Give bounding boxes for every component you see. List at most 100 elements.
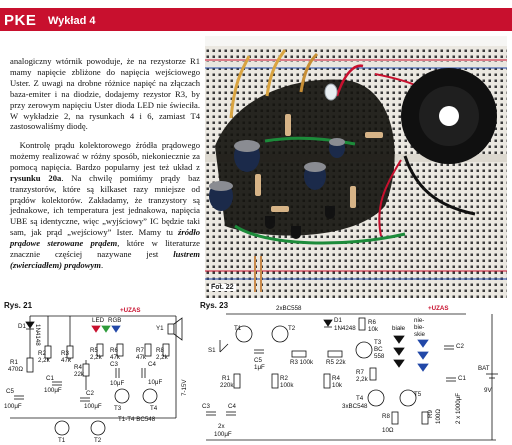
schematic-rys23: Rys. 23 +UZAS 2xBC558 T1 T2 D1 1N4248 R6… bbox=[196, 300, 512, 445]
battery-voltage: 9V bbox=[484, 387, 492, 394]
r6-value: 47k bbox=[110, 354, 121, 361]
c2-value: 100μF bbox=[84, 403, 102, 410]
t4-part-label: 3xBC548 bbox=[342, 403, 368, 410]
c2-label: C2 bbox=[86, 390, 94, 397]
t4-label: T4 bbox=[356, 395, 364, 402]
diagram-title: Rys. 21 bbox=[4, 301, 33, 310]
t5-label: T5 bbox=[414, 391, 422, 398]
r4-value: 10k bbox=[332, 382, 343, 389]
photo-caption: Fot. 22 bbox=[209, 284, 236, 291]
r8-label: R8 bbox=[382, 413, 390, 420]
t1-label: T1 bbox=[58, 437, 66, 444]
schematic-rys21: Rys. 21 +UZAS D1 1N4148 R1 470Ω R2 2,2k … bbox=[0, 300, 196, 445]
r4-value: 22k bbox=[74, 371, 85, 378]
r9-label: R9 bbox=[427, 410, 434, 418]
supply-label: +UZAS bbox=[120, 307, 140, 314]
r6-label: R6 bbox=[368, 319, 376, 326]
breadboard-photo bbox=[205, 36, 507, 298]
r9-value: 100Ω bbox=[435, 409, 442, 424]
rgb-label: RGB bbox=[108, 317, 121, 324]
r1-label: R1 bbox=[10, 359, 18, 366]
r8-value: 2,2k bbox=[156, 354, 169, 361]
paragraph-2: Kontrolę prądu kolektorowego źródła prąd… bbox=[10, 140, 200, 270]
c1-label: C1 bbox=[46, 375, 54, 382]
transistor-part-label: T1-T4 BC548 bbox=[118, 416, 156, 423]
t4-label: T4 bbox=[150, 405, 158, 412]
c3-label: C3 bbox=[110, 361, 118, 368]
r5-value: 2,2k bbox=[90, 354, 103, 361]
r5-label: R5 22k bbox=[326, 359, 347, 366]
r3-value: 47k bbox=[61, 357, 72, 364]
d1-label: D1 bbox=[18, 323, 26, 330]
t3-label: T3 bbox=[374, 339, 382, 346]
white-led-label: białe bbox=[392, 325, 406, 332]
t12-part-label: 2xBC558 bbox=[276, 305, 302, 312]
c2-label: C2 bbox=[456, 343, 464, 350]
capacitor bbox=[234, 140, 260, 172]
c34-value: 100μF bbox=[214, 431, 232, 438]
t2-label: T2 bbox=[94, 437, 102, 444]
c4-value: 10μF bbox=[148, 379, 162, 386]
c34-label: 2x bbox=[218, 423, 225, 430]
paragraph-1: analogiczny wtórnik powoduje, że na rezy… bbox=[10, 56, 200, 132]
c5-value: 100μF bbox=[4, 403, 22, 410]
r1-value: 220k bbox=[220, 382, 234, 389]
y1-label: Y1 bbox=[156, 325, 164, 332]
r2-label: R2 bbox=[38, 350, 46, 357]
supply-label: +UZAS bbox=[428, 305, 448, 312]
blue-led-label-1: nie- bbox=[414, 317, 424, 324]
r6-label: R6 bbox=[110, 347, 118, 354]
c3-label: C3 bbox=[202, 403, 210, 410]
c3-value: 10μF bbox=[110, 380, 124, 387]
c4-label: C4 bbox=[148, 361, 156, 368]
r8-label: R8 bbox=[156, 347, 164, 354]
r5-label: R5 bbox=[90, 347, 98, 354]
c12-value: 2 x 1000μF bbox=[455, 393, 462, 424]
c5-label: C5 bbox=[6, 388, 14, 395]
capacitor bbox=[304, 162, 326, 190]
c5-value: 1μF bbox=[254, 364, 265, 371]
r2-label: R2 bbox=[280, 375, 288, 382]
t3-part-label: BC bbox=[374, 346, 383, 353]
r6-value: 10k bbox=[368, 326, 379, 333]
capacitor bbox=[209, 181, 233, 211]
r2-value: 100k bbox=[280, 382, 294, 389]
capacitor bbox=[329, 138, 345, 158]
diagram-title: Rys. 23 bbox=[200, 301, 229, 310]
supply-voltage: 7-15V bbox=[181, 379, 188, 396]
t2-label: T2 bbox=[288, 325, 296, 332]
r3-label: R3 bbox=[61, 350, 69, 357]
r1-label: R1 bbox=[222, 375, 230, 382]
article-text-2: Kontrolę prądu kolektorowego źródła prąd… bbox=[10, 140, 200, 271]
t1-label: T1 bbox=[234, 325, 242, 332]
d1-part-label: 1N4248 bbox=[334, 325, 356, 332]
c5-label: C5 bbox=[254, 357, 262, 364]
s1-label: S1 bbox=[208, 347, 216, 354]
buzzer bbox=[401, 68, 497, 164]
r4-label: R4 bbox=[74, 364, 82, 371]
c1-label: C1 bbox=[458, 375, 466, 382]
r3-label: R3 100k bbox=[290, 359, 314, 366]
r4-label: R4 bbox=[332, 375, 340, 382]
c1-value: 100μF bbox=[44, 387, 62, 394]
d1-label: D1 bbox=[334, 317, 342, 324]
r2-value: 2,2k bbox=[38, 357, 51, 364]
lecture-title: Wykład 4 bbox=[48, 15, 96, 27]
r7-label: R7 bbox=[356, 369, 364, 376]
r7-label: R7 bbox=[136, 347, 144, 354]
blue-led-label-2: bie- bbox=[414, 324, 424, 331]
magazine-title: PKE bbox=[4, 12, 37, 29]
r1-value: 470Ω bbox=[8, 366, 23, 373]
r8-value: 10Ω bbox=[382, 427, 394, 434]
t3-label: T3 bbox=[114, 405, 122, 412]
r7-value: 2,2k bbox=[356, 376, 369, 383]
battery-label: BAT bbox=[478, 365, 490, 372]
led-label: LED bbox=[92, 317, 105, 324]
r7-value: 47k bbox=[136, 354, 147, 361]
t3-part-label-2: 558 bbox=[374, 353, 385, 360]
page-header: PKE Wykład 4 bbox=[0, 0, 512, 33]
header-bar bbox=[0, 8, 512, 31]
d1-part-label: 1N4148 bbox=[34, 324, 41, 346]
blue-led-label-3: skie bbox=[414, 331, 426, 338]
c4-label: C4 bbox=[228, 403, 236, 410]
